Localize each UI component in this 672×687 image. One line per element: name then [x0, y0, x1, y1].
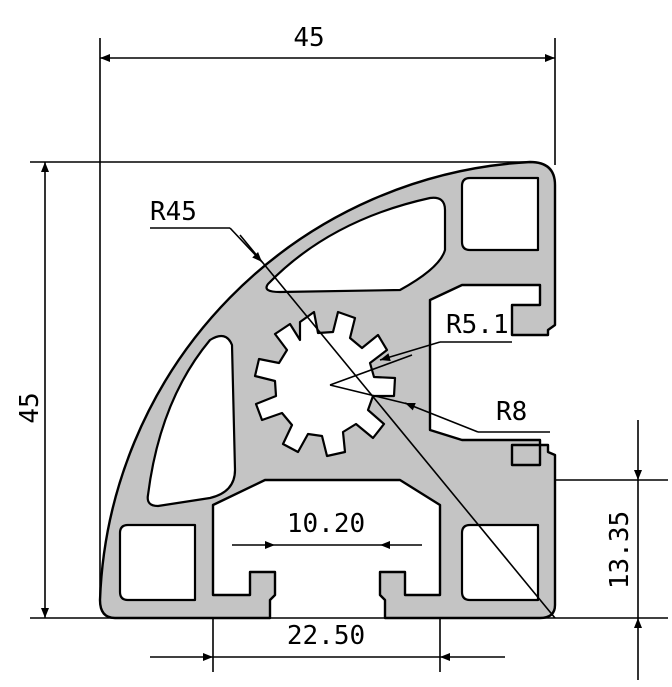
radius-line — [239, 234, 556, 619]
dim-outer-radius-label: R45 — [150, 197, 197, 227]
dim-gear-radius-label: R8 — [496, 397, 527, 427]
center-line-1 — [329, 354, 413, 386]
profile-section — [98, 160, 557, 620]
hole-arc-left — [146, 334, 237, 508]
dim-width-label: 45 — [293, 23, 324, 53]
dim-slot-spacing-label: 22.50 — [287, 621, 365, 651]
hole-bottom-right — [460, 523, 540, 602]
hole-top-right — [460, 176, 540, 252]
dim-slot-offset-label: 13.35 — [605, 511, 635, 589]
dimension-lines — [41, 54, 642, 680]
dim-bore-radius-label: R5.1 — [446, 310, 509, 340]
center-bore-gear — [253, 310, 397, 458]
dim-height-label: 45 — [15, 392, 45, 423]
dim-slot-opening-label: 10.20 — [287, 509, 365, 539]
hole-bottom-left — [118, 523, 197, 602]
hole-arc-top — [265, 196, 447, 294]
